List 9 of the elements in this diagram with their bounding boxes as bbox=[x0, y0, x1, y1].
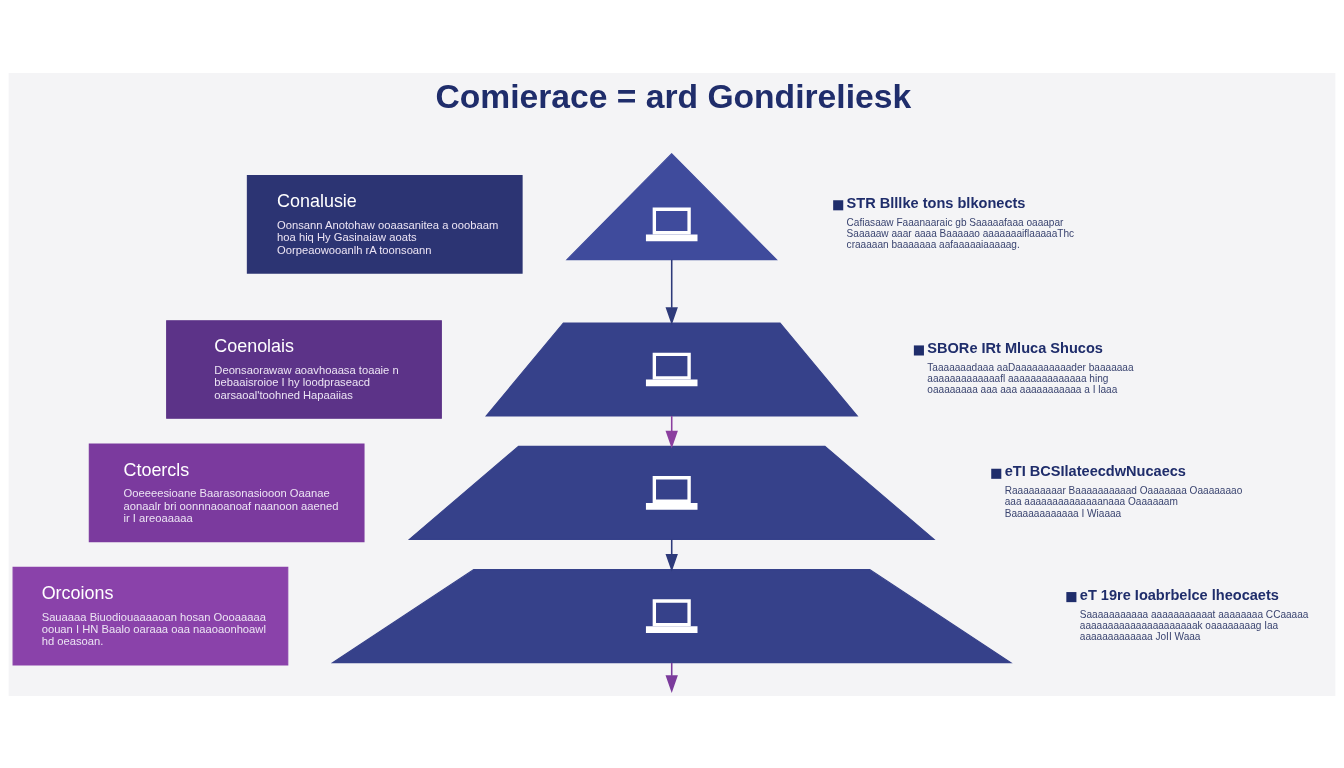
node-label: Taaaaaaadaaa aaDaaaaaaaaaader baaaaaaa aaaaaaaaaaaaafl aaaaaaaaaaaaaa hing oaaaaaaaa aaa aaa aaaaaaaaaaa a I laaa bbox=[927, 361, 1134, 395]
node-label: eTI BCSIlateecdwNucaecs bbox=[1004, 462, 1186, 479]
diagram-title: Comierace = ard Gondireliesk bbox=[435, 77, 912, 115]
node-label: Cafiasaaw Faaanaaraic gb Saaaaafaaa oaaapar Saaaaaw aaar aaaa Baaaaao aaaaaaaiflaaaaaThc craaaaan baaaaaaa aafaaaaaiaaaaag. bbox=[846, 216, 1075, 250]
node-label: Raaaaaaaaar Baaaaaaaaaad Oaaaaaaa Oaaaaaaao aaa aaaaaaaaaaaaaanaaa Oaaaaaam Baaaaaaaaaaaa I Wiaaaa bbox=[1004, 484, 1243, 519]
node-label: STR Blllke tons blkonects bbox=[846, 194, 1026, 211]
node-label: Saaaaaaaaaaa aaaaaaaaaaat aaaaaaaa CCaaaaa aaaaaaaaaaaaaaaaaaaaak oaaaaaaaag Iaa aaaaaaaaaaaaa JoII Waaa bbox=[1079, 608, 1309, 642]
node-label: SBORe IRt Mluca Shucos bbox=[927, 339, 1103, 356]
node-label: eT 19re Ioabrbelce lheocaets bbox=[1079, 586, 1279, 603]
